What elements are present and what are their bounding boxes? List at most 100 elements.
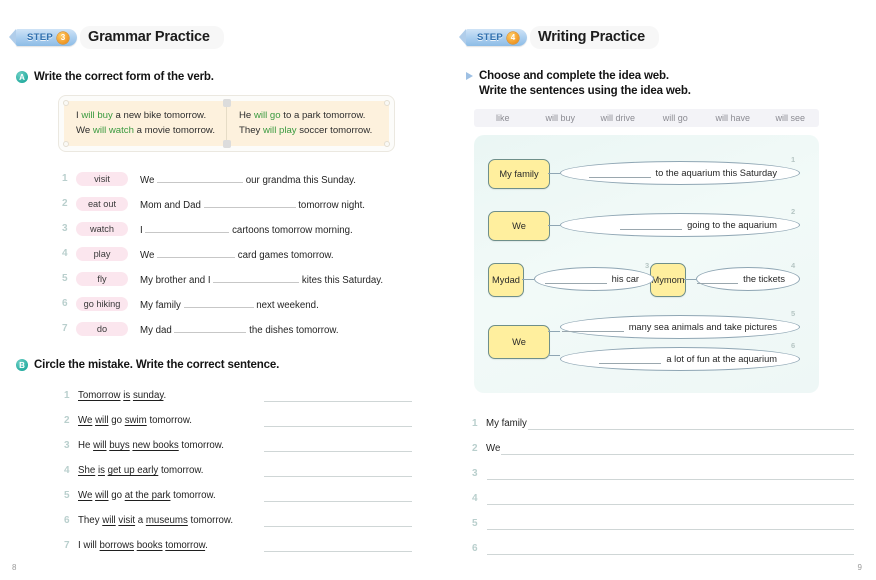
plain-text: tomorrow.	[187, 515, 234, 526]
sentence-with-mistake[interactable]: Tomorrow is sunday.	[78, 390, 258, 401]
item-number: 6	[64, 515, 70, 526]
screw-icon	[384, 141, 390, 147]
item-number: 4	[64, 465, 70, 476]
answer-blank[interactable]	[157, 172, 244, 183]
word-bank-item[interactable]: will drive	[600, 113, 635, 123]
answer-line[interactable]	[264, 490, 412, 502]
writing-line[interactable]	[527, 417, 854, 430]
branch-blank[interactable]	[599, 354, 662, 364]
answer-blank[interactable]	[213, 272, 300, 283]
idea-web-branch[interactable]: the tickets	[696, 267, 800, 291]
underlined-word: books	[136, 540, 163, 551]
step-title-container: Writing Practice	[530, 26, 659, 49]
word-bank: like will buy will drive will go will have wi…	[474, 109, 819, 127]
exercise-row: 2 We will go swim tomorrow.	[64, 408, 412, 433]
writing-line[interactable]	[487, 517, 854, 530]
plain-text: a	[135, 515, 146, 526]
page-title: Grammar Practice	[88, 29, 210, 45]
word-bank-item[interactable]: will see	[775, 113, 805, 123]
idea-web-branch[interactable]: many sea animals and take pictures	[560, 315, 800, 339]
branch-blank[interactable]	[544, 274, 607, 284]
example-sentence: They will play soccer tomorrow.	[239, 125, 373, 136]
answer-line[interactable]	[264, 515, 412, 527]
plain-text: .	[205, 540, 208, 551]
branch-number: 5	[791, 309, 796, 318]
sentence-with-mistake[interactable]: I will borrows books tomorrow.	[78, 540, 258, 551]
sentence: We card games tomorrow.	[140, 247, 334, 261]
section-b-heading: B Circle the mistake. Write the correct …	[16, 359, 412, 371]
line-prefix: My family	[486, 418, 527, 429]
plain-text: tomorrow.	[178, 440, 224, 451]
branch-number: 2	[791, 207, 796, 216]
underlined-word: We	[78, 490, 93, 501]
verb-chip: play	[76, 246, 128, 261]
branch-blank[interactable]	[620, 220, 683, 230]
sentence-with-mistake[interactable]: He will buys new books tomorrow.	[78, 440, 258, 451]
step-number-badge: 4	[507, 31, 520, 44]
answer-line[interactable]	[264, 540, 412, 552]
underlined-word: borrows	[99, 540, 134, 551]
word-bank-item[interactable]: will buy	[545, 113, 575, 123]
word-bank-item[interactable]: will have	[715, 113, 750, 123]
item-number: 4	[62, 248, 68, 259]
answer-blank[interactable]	[145, 222, 230, 233]
idea-web-branch[interactable]: going to the aquarium	[560, 213, 800, 237]
underlined-word: We	[78, 415, 93, 426]
underlined-word: swim	[124, 415, 147, 426]
sentence-with-mistake[interactable]: She is get up early tomorrow.	[78, 465, 258, 476]
idea-web-branch[interactable]: a lot of fun at the aquarium	[560, 347, 800, 371]
page-number-right: 9	[857, 563, 862, 572]
sentence: My family next weekend.	[140, 297, 319, 311]
item-number: 4	[472, 493, 478, 504]
answer-line[interactable]	[264, 465, 412, 477]
branch-blank[interactable]	[561, 322, 624, 332]
answer-line[interactable]	[264, 390, 412, 402]
highlighted-verb: will watch	[92, 125, 134, 136]
writing-line[interactable]	[487, 467, 854, 480]
sentence-with-mistake[interactable]: They will visit a museums tomorrow.	[78, 515, 258, 526]
plain-text: tomorrow.	[158, 465, 204, 476]
plain-text: He	[78, 440, 94, 451]
word-bank-item[interactable]: will go	[662, 113, 688, 123]
answer-blank[interactable]	[174, 322, 247, 333]
sentence-with-mistake[interactable]: We will go swim tomorrow.	[78, 415, 258, 426]
connector-line	[548, 225, 560, 226]
branch-blank[interactable]	[588, 168, 651, 178]
underlined-word: at the park	[124, 490, 171, 501]
answer-line[interactable]	[264, 440, 412, 452]
plain-text: I will	[78, 540, 100, 551]
item-number: 2	[472, 443, 478, 454]
exercise-row: 6 They will visit a museums tomorrow.	[64, 508, 412, 533]
sentence-with-mistake[interactable]: We will go at the park tomorrow.	[78, 490, 258, 501]
idea-web-branch[interactable]: to the aquarium this Saturday	[560, 161, 800, 185]
sentence: Mom and Dad tomorrow night.	[140, 197, 365, 211]
answer-blank[interactable]	[183, 297, 254, 308]
branch-blank[interactable]	[697, 274, 739, 284]
verb-chip: go hiking	[76, 296, 128, 311]
connector-line	[548, 331, 560, 332]
item-number: 3	[472, 468, 478, 479]
writing-line-row: 5	[472, 505, 854, 530]
item-number: 2	[64, 415, 70, 426]
branch-number: 3	[645, 261, 650, 270]
idea-web-branch[interactable]: his car	[534, 267, 654, 291]
answer-blank[interactable]	[157, 247, 236, 258]
writing-line[interactable]	[487, 542, 854, 555]
example-column-right: He will go to a park tomorrow.They will …	[226, 101, 389, 146]
answer-line[interactable]	[264, 415, 412, 427]
answer-blank[interactable]	[203, 197, 296, 208]
writing-line[interactable]	[487, 492, 854, 505]
page-title: Writing Practice	[538, 29, 645, 45]
screw-icon	[63, 100, 69, 106]
example-box: I will buy a new bike tomorrow.We will w…	[58, 95, 395, 152]
writing-line[interactable]	[501, 442, 854, 455]
word-bank-item[interactable]: like	[495, 113, 510, 123]
